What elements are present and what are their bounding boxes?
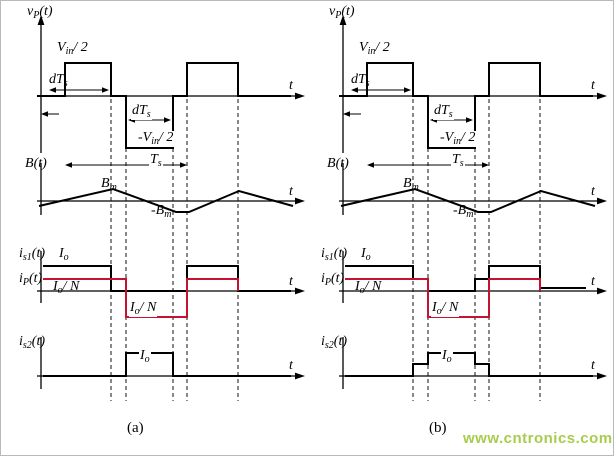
panel-a-caption: (a) (127, 420, 144, 436)
is2-trace-b (345, 352, 593, 377)
ip-trace-a (43, 278, 239, 318)
vp-label-a: vP(t) (27, 4, 53, 21)
ts-label-a: Ts (149, 152, 163, 169)
bm-label-a: Bm (101, 176, 117, 193)
is1-label-a: is1(t) (19, 246, 46, 263)
vin-half-label-a: Vin/ 2 (57, 40, 88, 57)
is1-trace-b (345, 265, 586, 292)
ip-label-a: iP(t) (19, 271, 43, 288)
io-over-n-label-b1: Io/ N (355, 279, 382, 296)
neg-bm-label-b: -Bm (453, 203, 474, 220)
ip-label-b: iP(t) (321, 271, 345, 288)
io-label-b2: Io (441, 348, 453, 365)
ts-label-b: Ts (451, 152, 465, 169)
t-label-b2: t (591, 184, 595, 199)
is2-label-b: is2(t) (321, 334, 348, 351)
is1-label-b: is1(t) (321, 246, 348, 263)
panel-a (37, 15, 305, 401)
neg-bm-label-a: -Bm (151, 203, 172, 220)
io-label-b1: Io (361, 246, 371, 263)
io-over-n-label-a1: Io/ N (53, 279, 80, 296)
is2-trace-a (43, 352, 291, 377)
dashed-guides-b (412, 99, 541, 401)
dts-label-a1: dTs (49, 72, 68, 89)
panel-b (339, 15, 607, 401)
watermark: www.cntronics.com (463, 430, 613, 447)
neg-vin-half-label-a: -Vin/ 2 (137, 130, 175, 147)
flux-trace-b (340, 187, 596, 213)
dts-label-a2: dTs (131, 103, 152, 120)
t-label-b4: t (591, 358, 595, 373)
dts-label-b2: dTs (433, 103, 454, 120)
io-over-n-label-a2: Io/ N (129, 300, 158, 317)
neg-vin-half-label-b: -Vin/ 2 (439, 130, 477, 147)
t-label-b3: t (591, 274, 595, 289)
vp-trace-a (37, 62, 291, 149)
dashed-guides-a (110, 99, 239, 401)
ip-trace-b (345, 278, 541, 318)
panel-b-caption: (b) (429, 420, 447, 436)
dimension-arrowheads-a (41, 87, 187, 168)
io-label-a1: Io (59, 246, 69, 263)
t-label-b1: t (591, 78, 595, 93)
dimension-arrowheads-b (343, 87, 489, 168)
t-label-a1: t (289, 78, 293, 93)
axis-arrowheads-a (37, 15, 305, 380)
axis-arrowheads-b (339, 15, 607, 380)
flux-label-a: B(t) (25, 156, 47, 171)
vp-label-b: vP(t) (329, 4, 355, 21)
vp-trace-b (339, 62, 593, 149)
io-over-n-label-b2: Io/ N (431, 300, 460, 317)
t-label-a3: t (289, 274, 293, 289)
bm-label-b: Bm (403, 176, 419, 193)
dts-label-b1: dTs (351, 72, 370, 89)
io-label-a2: Io (139, 348, 151, 365)
is2-label-a: is2(t) (19, 334, 46, 351)
t-label-a4: t (289, 358, 293, 373)
flux-label-b: B(t) (327, 156, 349, 171)
t-label-a2: t (289, 184, 293, 199)
flux-trace-a (38, 187, 294, 213)
vin-half-label-b: Vin/ 2 (359, 40, 390, 57)
